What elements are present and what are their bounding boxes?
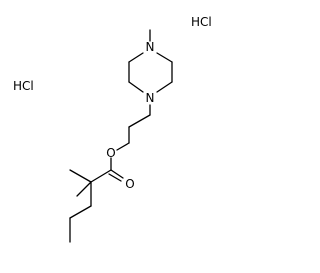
bond-carbonyl-double-a — [110, 169, 124, 179]
hcl-salt-right: HCl — [191, 15, 212, 29]
bond-propyl-ester-oxygen — [116, 142, 130, 151]
ester-oxygen-label: O — [106, 146, 115, 160]
bonds — [69, 29, 173, 243]
nitrogen-bottom-label: N — [146, 91, 155, 105]
atom-labels: N N O O — [106, 40, 154, 191]
bond-quaternary-methyl-down — [76, 181, 92, 197]
bond-chain-1-2 — [69, 205, 92, 219]
hcl-salt-left: HCl — [13, 79, 34, 93]
bond-ring-left-n-bottom — [128, 81, 144, 93]
carbonyl-oxygen-label: O — [125, 177, 134, 191]
bond-n-top-ring-right — [156, 52, 173, 63]
bond-carbonyl-double-b — [108, 173, 122, 182]
bond-quaternary-methyl-up — [69, 169, 92, 183]
counterions: HCl HCl — [13, 15, 212, 93]
bond-propyl-1-2 — [128, 114, 151, 128]
bond-carbonyl-quaternary — [90, 169, 112, 183]
nitrogen-top-label: N — [146, 40, 155, 54]
bond-n-top-ring-left — [128, 52, 144, 63]
bond-ring-right-n-bottom — [156, 81, 173, 93]
chemical-structure: N N O O HCl HCl — [13, 15, 212, 243]
